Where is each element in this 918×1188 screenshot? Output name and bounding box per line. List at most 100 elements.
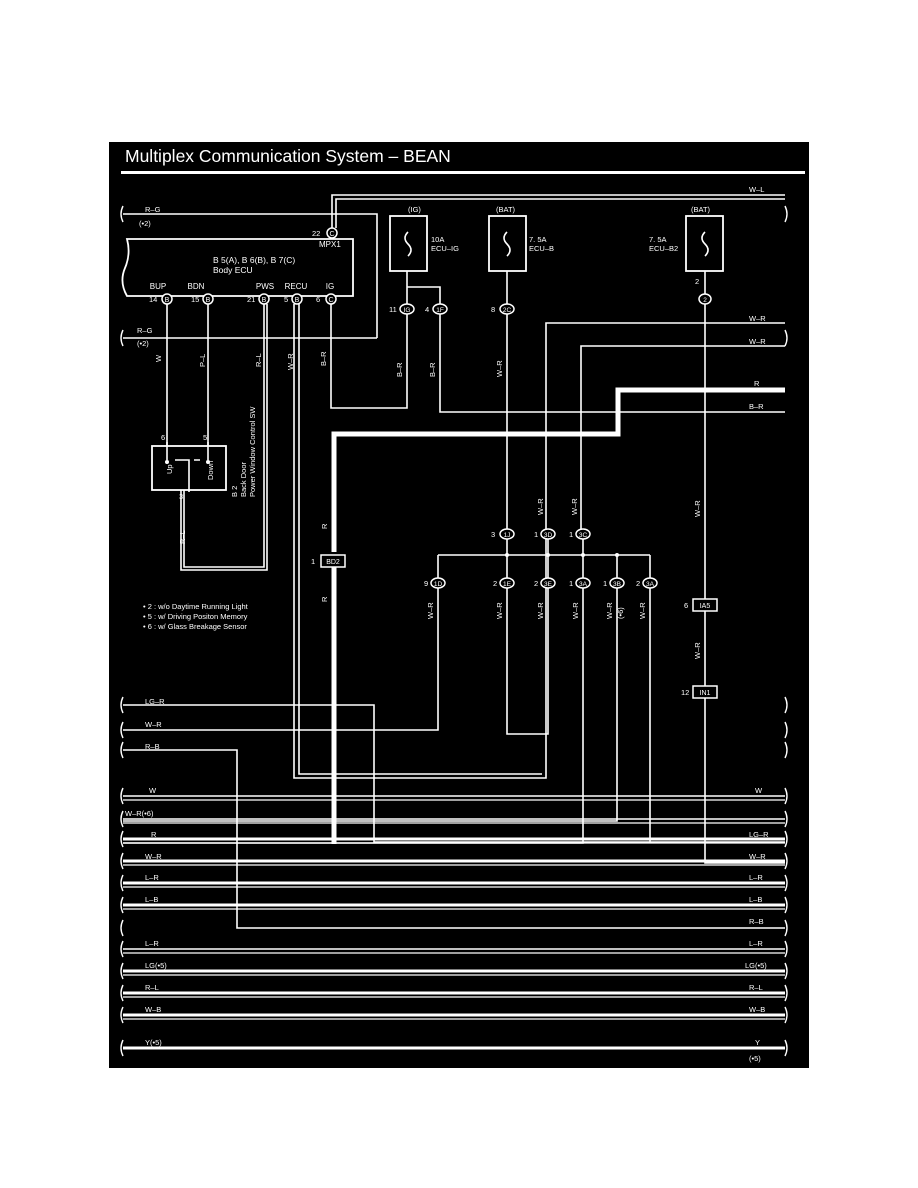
svg-text:9: 9 bbox=[424, 579, 428, 588]
svg-text:(BAT): (BAT) bbox=[496, 205, 516, 214]
mpx1-connector-code: C bbox=[329, 231, 334, 238]
wire-end-bracket bbox=[784, 962, 788, 980]
left-wire-label-y5: Y(•5) bbox=[145, 1038, 162, 1047]
wire-label-wr-right2: W–R bbox=[749, 337, 766, 346]
svg-text:3C: 3C bbox=[579, 532, 588, 539]
connector-3b: 3B 1 bbox=[603, 577, 625, 589]
wire-end-bracket bbox=[784, 919, 788, 937]
connector-3d: 3D 1 bbox=[534, 528, 556, 540]
right-wire-label-lr2: L–R bbox=[749, 939, 763, 948]
right-bottom-note: (•5) bbox=[749, 1054, 761, 1063]
ecu-pin-bup-name: BUP bbox=[150, 282, 166, 291]
wire-note-rg-lower: (•2) bbox=[137, 339, 149, 348]
left-wire-label-rb: R–B bbox=[145, 742, 160, 751]
wire-mpx1 bbox=[331, 194, 785, 228]
wire-end-bracket bbox=[784, 984, 788, 1002]
svg-text:C: C bbox=[328, 297, 333, 304]
svg-text:3: 3 bbox=[491, 530, 495, 539]
back-door-pw-switch: 6 5 3 Up Down B 2 Back Door Power Window… bbox=[151, 406, 257, 501]
wire-end-bracket bbox=[784, 696, 788, 714]
wire-end-bracket bbox=[120, 696, 124, 714]
svg-text:6: 6 bbox=[161, 433, 165, 442]
svg-text:10A: 10A bbox=[431, 235, 444, 244]
svg-text:IN1: IN1 bbox=[700, 690, 711, 697]
wire-end-bracket bbox=[784, 721, 788, 739]
wire-wr-recu-shield bbox=[298, 304, 542, 775]
svg-text:3A: 3A bbox=[646, 581, 655, 588]
vlabel-br2: B–R bbox=[395, 362, 404, 377]
svg-text:BD2: BD2 bbox=[326, 559, 340, 566]
svg-text:B: B bbox=[295, 297, 300, 304]
left-wire-label-lg5: LG(•5) bbox=[145, 961, 167, 970]
svg-text:Up: Up bbox=[165, 464, 174, 474]
svg-text:1: 1 bbox=[534, 530, 538, 539]
svg-text:2: 2 bbox=[534, 579, 538, 588]
wire-end-bracket bbox=[120, 721, 124, 739]
connector-1j: 1J 3 bbox=[491, 528, 515, 540]
vlabel-wr12: W–R bbox=[693, 642, 702, 659]
svg-text:6: 6 bbox=[684, 601, 688, 610]
right-wire-label-wb: W–B bbox=[749, 1005, 765, 1014]
connector-ia5: IA5 6 bbox=[684, 598, 718, 612]
vlabel-w: W bbox=[154, 354, 163, 362]
vlabel-wr4: W–R bbox=[570, 498, 579, 515]
wire-label-r-right: R bbox=[754, 379, 760, 388]
junction-1f: 1F 4 bbox=[425, 303, 448, 315]
left-wire-label-w: W bbox=[149, 786, 157, 795]
wire-end-bracket bbox=[120, 919, 124, 937]
ecu-pin-pws-name: PWS bbox=[256, 282, 274, 291]
wire-end-bracket bbox=[784, 940, 788, 958]
left-wire-label-wr2: W–R bbox=[145, 852, 162, 861]
wire-br-ig bbox=[330, 304, 408, 409]
fuse-ecu-b: (BAT) 7. 5A ECU–B bbox=[488, 205, 554, 272]
svg-text:(IG): (IG) bbox=[408, 205, 421, 214]
diagram-title: Multiplex Communication System – BEAN bbox=[125, 146, 451, 166]
svg-text:Down: Down bbox=[206, 461, 215, 480]
junction-2c: 2C 8 bbox=[491, 303, 515, 315]
connector-3a-left: 3A 1 bbox=[569, 577, 591, 589]
wire-label-br-right: B–R bbox=[749, 402, 764, 411]
note-5: • 5 : w/ Driving Positon Memory bbox=[143, 612, 248, 621]
wire-end-bracket bbox=[120, 741, 124, 759]
wire-label-wl: W–L bbox=[749, 185, 764, 194]
wire-end-bracket bbox=[120, 329, 124, 347]
junction-bat2: 2 2 bbox=[695, 277, 712, 305]
wire-end-bracket bbox=[120, 787, 124, 805]
title-rule bbox=[121, 171, 805, 174]
fuse-ecu-ig: (IG) 10A ECU–IG bbox=[389, 205, 459, 272]
svg-text:1J: 1J bbox=[504, 532, 511, 539]
svg-text:12: 12 bbox=[681, 688, 689, 697]
fuse-ecu-b2: (BAT) 7. 5A ECU–B2 bbox=[649, 205, 724, 272]
svg-text:(BAT): (BAT) bbox=[691, 205, 711, 214]
svg-text:3D: 3D bbox=[544, 532, 553, 539]
vlabel-wr1: W–R bbox=[286, 353, 295, 370]
wire-rl-pws-shield bbox=[180, 304, 268, 571]
wire-rl-pws bbox=[183, 304, 265, 568]
svg-text:2: 2 bbox=[703, 297, 707, 304]
svg-text:1F: 1F bbox=[436, 307, 444, 314]
bus-drops bbox=[506, 539, 584, 555]
ecu-pin-ig-name: IG bbox=[326, 282, 334, 291]
vlabel-wr8: W–R bbox=[536, 602, 545, 619]
connector-1e: 1E 2 bbox=[493, 577, 515, 589]
wire-wr-right1 bbox=[545, 322, 785, 529]
connector-in1: IN1 12 bbox=[681, 685, 718, 699]
svg-text:2: 2 bbox=[493, 579, 497, 588]
wire-end-bracket bbox=[120, 896, 124, 914]
svg-text:2: 2 bbox=[636, 579, 640, 588]
wire-end-bracket bbox=[784, 874, 788, 892]
svg-text:IA5: IA5 bbox=[700, 603, 711, 610]
wire-end-bracket bbox=[784, 787, 788, 805]
svg-text:6: 6 bbox=[316, 295, 320, 304]
wire-end-bracket bbox=[784, 830, 788, 848]
wiring-diagram-sheet: Multiplex Communication System – BEAN B … bbox=[109, 142, 809, 1068]
vlabel-rl2: R–L bbox=[178, 530, 187, 544]
wire-wr-1d bbox=[123, 588, 439, 731]
ecu-pin-recu-name: RECU bbox=[285, 282, 308, 291]
vlabel-br1: B–R bbox=[319, 351, 328, 366]
vlabel-wr9: W–R bbox=[571, 602, 580, 619]
wire-end-bracket bbox=[784, 852, 788, 870]
svg-text:ECU–B: ECU–B bbox=[529, 244, 554, 253]
wire-end-bracket bbox=[784, 205, 788, 223]
wire-end-bracket bbox=[784, 1006, 788, 1024]
